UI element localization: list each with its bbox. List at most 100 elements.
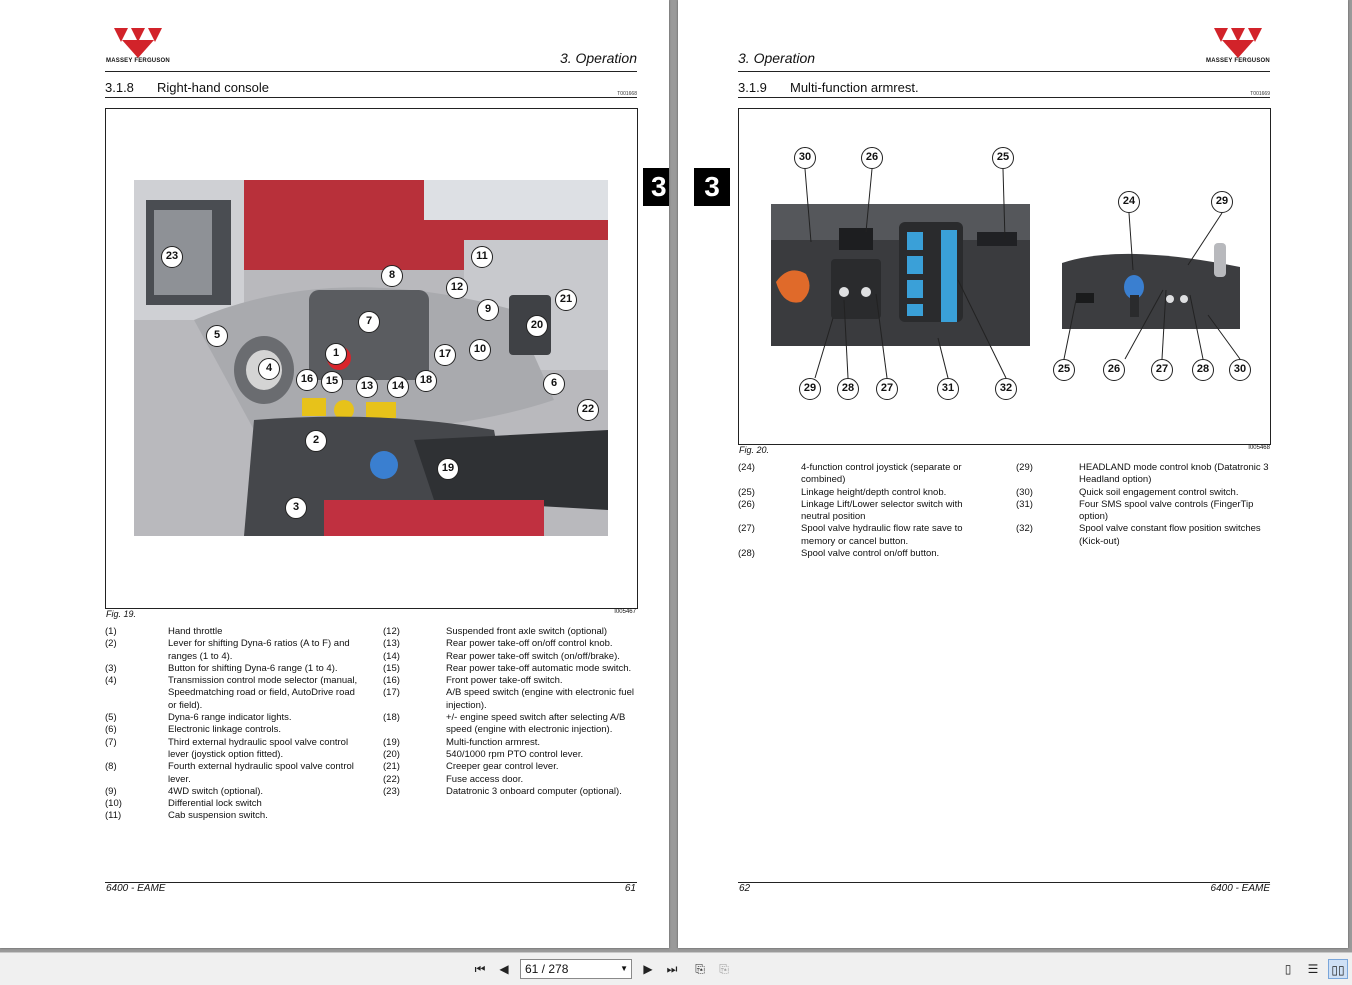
callout-10: 10 [469,339,491,361]
legend-item: (1)Hand throttle [105,626,359,638]
console-illustration [134,180,608,536]
legend-item-text: 540/1000 rpm PTO control lever. [446,748,584,760]
legend-item: (9)4WD switch (optional). [105,786,359,798]
legend-item-text: Spool valve hydraulic flow rate save to … [801,523,963,547]
legend-item-number: (14) [383,650,400,662]
callout-30: 30 [794,147,816,169]
legend-item-text: Transmission control mode selector (manu… [168,675,358,711]
legend-item-number: (22) [383,773,400,785]
callout-28: 28 [1192,359,1214,381]
callout-7: 7 [358,311,380,333]
callout-6: 6 [543,373,565,395]
callout-26: 26 [1103,359,1125,381]
legend-item-text: Creeper gear control lever. [446,761,559,773]
legend-item-number: (32) [1016,523,1033,535]
footer-rule [738,882,1270,883]
legend-item-text: Rear power take-off on/off control knob. [446,638,613,650]
page-number: 62 [739,883,751,894]
legend-item-number: (27) [738,523,755,535]
legend-item-number: (6) [105,724,117,736]
forward-view-icon[interactable]: ⎘ [719,962,729,976]
callout-22: 22 [577,399,599,421]
first-page-icon[interactable]: ⏮ [474,962,486,976]
legend-item-number: (24) [738,462,755,473]
section-title-text: Multi-function armrest. [790,80,919,95]
figure-caption: Fig. 19. [106,609,137,619]
legend-item-text: Linkage Lift/Lower selector switch with … [801,498,963,523]
legend-item-number: (25) [738,486,755,498]
brand-name: MASSEY FERGUSON [1206,58,1270,64]
title-code: T001669 [1250,91,1270,97]
legend-item: (30)Quick soil engagement control switch… [1016,487,1270,499]
right-page: 3. Operation MASSEY FERGUSON 3.1.9 Multi-… [678,0,1348,948]
legend-item-text: HEADLAND mode control knob (Datatronic 3… [1079,462,1269,486]
legend-item: (28)Spool valve control on/off button. [738,548,992,560]
legend-item: (22)Fuse access door. [383,774,637,786]
footer-model: 6400 - EAME [106,883,166,894]
legend-item: (15) Rear power take-off automatic mode s… [383,663,637,675]
callout-15: 15 [321,371,343,393]
callout-11: 11 [471,246,493,268]
legend-item: (2)Lever for shifting Dyna-6 ratios (A t… [105,638,359,663]
callout-21: 21 [555,289,577,311]
legend-item-number: (3) [105,662,117,674]
section-title-text: Right-hand console [157,80,270,95]
legend-item-number: (30) [1016,486,1033,498]
next-page-icon[interactable]: ▶ [643,962,653,976]
legend-item-text: Suspended front axle switch (optional) [446,626,608,637]
legend-item: (27) Spool valve hydraulic flow rate save… [738,523,992,548]
figure-code: I005468 [1248,445,1270,451]
legend-item-number: (17) [383,687,400,699]
footer-rule [105,882,637,883]
legend-item-number: (15) [383,662,400,674]
legend-item-text: 4WD switch (optional). [168,785,264,797]
page-number: 61 [624,883,636,894]
legend-item-number: (12) [383,626,400,637]
legend-column-2: (29)HEADLAND mode control knob (Datatron… [1016,462,1270,548]
figure-caption: Fig. 20. [739,445,770,455]
callout-8: 8 [381,265,403,287]
figure-19-frame [105,108,638,609]
callout-19: 19 [437,458,459,480]
page-number-input[interactable]: 61 / 278 ▼ [520,959,632,979]
legend-item: (7)Third external hydraulic spool valve … [105,737,359,762]
callout-27: 27 [876,378,898,400]
callout-20: 20 [526,315,548,337]
legend-item: (13) Rear power take-off on/off control k… [383,638,637,650]
armrest-photo-right [1062,243,1242,329]
legend-item-number: (2) [105,638,117,650]
facing-pages-icon[interactable]: ▯▯ [1328,959,1348,979]
legend-item-text: Rear power take-off automatic mode switc… [446,662,632,674]
legend-item-text: Fourth external hydraulic spool valve co… [168,761,354,785]
legend-item-number: (18) [383,712,400,724]
legend-item-text: Spool valve constant flow position switc… [1079,523,1261,547]
legend-item-number: (8) [105,761,117,773]
continuous-page-icon[interactable]: ☰ [1307,962,1319,976]
legend-item-number: (13) [383,638,400,650]
legend-column-2: (12) Suspended front axle switch (optiona… [383,626,637,798]
callout-1: 1 [325,343,347,365]
section-header: 3. Operation [738,50,816,66]
legend-item-text: Cab suspension switch. [168,810,268,822]
legend-item: (3)Button for shifting Dyna-6 range (1 t… [105,663,359,675]
legend-item: (18)+/- engine speed switch after select… [383,712,637,737]
callout-16: 16 [296,369,318,391]
legend-item-text: Differential lock switch [168,798,262,810]
legend-item: (14)Rear power take-off switch (on/off/b… [383,651,637,663]
last-page-icon[interactable]: ⏭ [666,962,678,976]
armrest-photo-left [771,204,1030,346]
header-rule [738,71,1270,72]
legend-item: (24)4-function control joystick (separat… [738,462,992,487]
section-number: 3.1.9 [738,80,767,95]
title-code: T001668 [617,91,637,97]
legend-column-1: (24)4-function control joystick (separat… [738,462,992,560]
single-page-icon[interactable]: ▯ [1284,962,1292,976]
legend-item: (6)Electronic linkage controls. [105,724,359,736]
back-view-icon[interactable]: ⎘ [695,962,705,976]
prev-page-icon[interactable]: ◀ [499,962,509,976]
chevron-down-icon[interactable]: ▼ [620,964,628,973]
legend-item: (11)Cab suspension switch. [105,810,359,822]
legend-item: (4)Transmission control mode selector (m… [105,675,359,712]
joystick-illustration [1062,243,1242,329]
